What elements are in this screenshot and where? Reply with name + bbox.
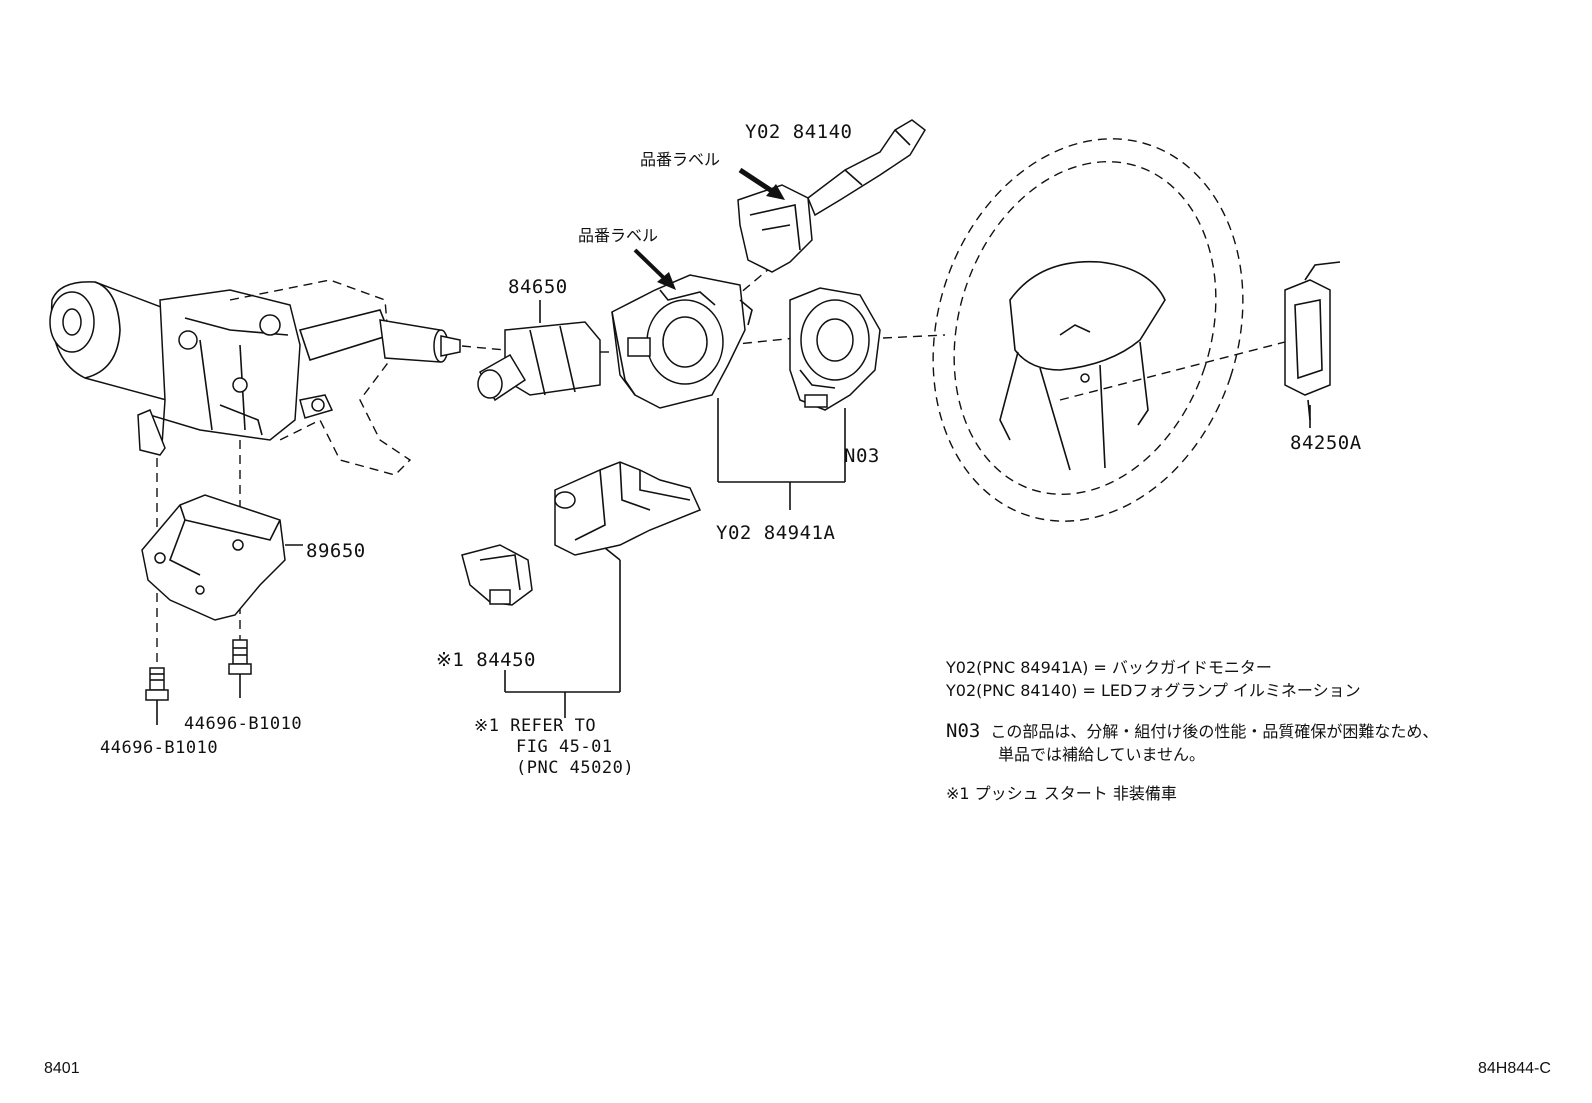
part-84450-switch <box>461 544 533 606</box>
centerline <box>719 267 771 311</box>
part-lock-housing <box>554 461 702 556</box>
centerline <box>727 337 796 346</box>
note-n03: N03 この部品は、分解・組付け後の性能・品質確保が困難なため、 単品では補給して… <box>946 720 1438 766</box>
notes-block: Y02(PNC 84941A) = バックガイドモニター Y02(PNC 841… <box>946 656 1361 702</box>
note-n03-code: N03 <box>946 720 981 742</box>
part-combination-switch <box>611 274 753 409</box>
note-n03-line1: この部品は、分解・組付け後の性能・品質確保が困難なため、 <box>990 722 1439 741</box>
part-89650-bracket <box>141 494 303 621</box>
footer-left-code: 8401 <box>44 1060 80 1077</box>
footer-right-code: 84H844-C <box>1478 1060 1551 1077</box>
label-bolt-right: 44696-B1010 <box>184 714 303 734</box>
steering-column-assembly <box>49 279 461 476</box>
label-tag-2: 品番ラベル <box>578 226 659 245</box>
note-y02-84140: Y02(PNC 84140) = LEDフォグランプ イルミネーション <box>946 681 1361 700</box>
label-refer-line1: ※1 REFER TO <box>474 716 597 736</box>
centerline <box>882 334 946 339</box>
part-n03-spiral-cable <box>789 287 881 411</box>
part-y02-84140-lever-switch <box>737 119 926 273</box>
note-n03-line2: 単品では補給していません。 <box>998 745 1206 764</box>
part-84650-ignition-switch <box>477 300 601 402</box>
label-tag-1: 品番ラベル <box>640 150 721 169</box>
bolt-left <box>145 667 169 725</box>
label-arrow-2 <box>633 248 676 290</box>
centerline <box>461 345 506 351</box>
note-y02-84941a: Y02(PNC 84941A) = バックガイドモニター <box>946 658 1272 677</box>
label-bolt-left: 44696-B1010 <box>100 738 219 758</box>
bolt-right <box>228 639 252 698</box>
label-84250a: 84250A <box>1290 432 1362 454</box>
label-84450: ※1 84450 <box>436 649 536 671</box>
label-n03: N03 <box>844 445 880 467</box>
label-84650: 84650 <box>508 276 568 298</box>
label-arrow-1 <box>738 167 785 200</box>
part-84250a-steering-switch <box>1284 261 1341 421</box>
steering-wheel-outline <box>932 138 1244 522</box>
centerline <box>1059 341 1286 401</box>
leader-lines <box>504 398 1311 718</box>
label-y02-84140: Y02 84140 <box>745 121 853 143</box>
label-y02-84941a: Y02 84941A <box>716 522 836 544</box>
label-refer-line3: (PNC 45020) <box>516 758 635 778</box>
label-refer-line2: FIG 45-01 <box>516 737 613 757</box>
label-89650: 89650 <box>306 540 366 562</box>
note-star1: ※1 プッシュ スタート 非装備車 <box>946 784 1177 803</box>
